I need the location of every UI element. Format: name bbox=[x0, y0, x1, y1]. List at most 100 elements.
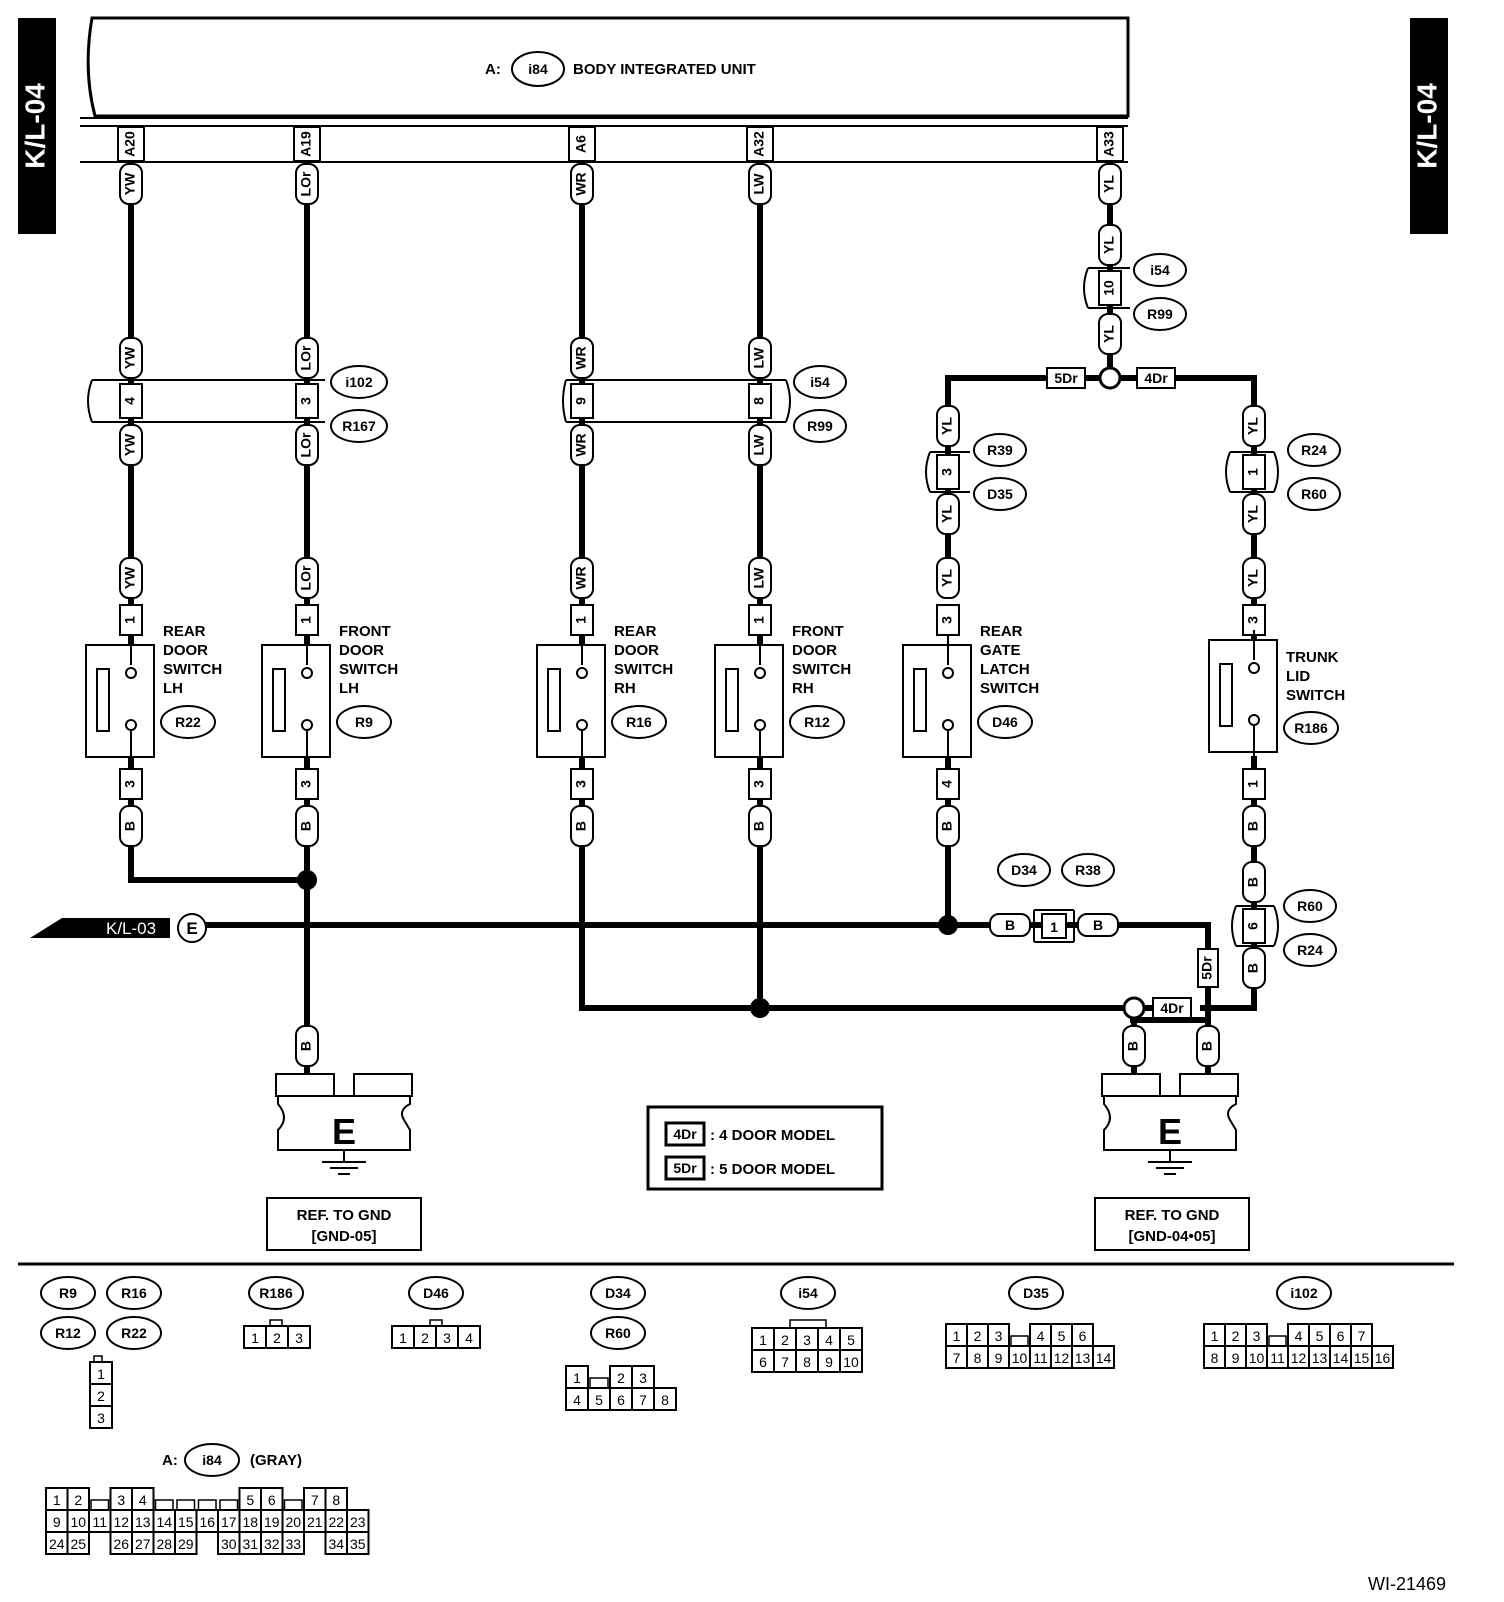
connector-ref: R60 bbox=[1283, 889, 1337, 923]
figure-id: WI-21469 bbox=[1368, 1574, 1446, 1594]
pin-number: 1 bbox=[298, 616, 314, 624]
i84-prefix: A: bbox=[162, 1452, 178, 1469]
terminal-label: A19 bbox=[298, 131, 314, 157]
wire-tag-text: B bbox=[1125, 1041, 1141, 1051]
connector-view-label bbox=[40, 1316, 96, 1350]
switch-name-line: SWITCH bbox=[614, 661, 673, 678]
cavity-number: 7 bbox=[1358, 1328, 1366, 1344]
wire-tag: YL bbox=[936, 405, 960, 447]
terminal-label: A20 bbox=[122, 131, 138, 157]
wire-tag: YL bbox=[1098, 163, 1122, 205]
switch-name-line: SWITCH bbox=[792, 661, 851, 678]
cavity-number: 4 bbox=[1295, 1328, 1303, 1344]
cavity-number: 10 bbox=[1249, 1350, 1265, 1366]
pin-box bbox=[119, 768, 143, 800]
cavity-number: 6 bbox=[1337, 1328, 1345, 1344]
splice-point bbox=[1098, 366, 1122, 390]
cavity-number: 11 bbox=[1033, 1350, 1048, 1366]
cavity-number: 3 bbox=[803, 1332, 811, 1348]
wire-tag-text: B bbox=[573, 821, 589, 831]
cavity-number: 12 bbox=[1054, 1350, 1070, 1366]
switch-name-line: RH bbox=[614, 680, 636, 697]
wire-tag-text: YL bbox=[939, 417, 955, 435]
pin-number: 3 bbox=[298, 780, 314, 788]
connector-ref: R22 bbox=[160, 705, 216, 739]
model-tag: 4Dr bbox=[1152, 997, 1192, 1019]
cavity-number: 7 bbox=[953, 1350, 961, 1366]
unit-connector-oval bbox=[511, 51, 565, 87]
switch-name-line: SWITCH bbox=[339, 661, 398, 678]
pin-number: 3 bbox=[939, 468, 955, 476]
pin-number: 1 bbox=[1050, 919, 1058, 935]
connector-view-label-text: R22 bbox=[121, 1325, 147, 1341]
pin-number: 8 bbox=[751, 397, 767, 405]
ground-ref-line: REF. TO GND bbox=[297, 1207, 392, 1224]
cavity-number: 25 bbox=[70, 1536, 86, 1552]
switch-name-line: FRONT bbox=[792, 623, 844, 640]
pin-number: 3 bbox=[298, 397, 314, 405]
connector-ref: i54 bbox=[1133, 253, 1187, 287]
wire-tag: B bbox=[748, 805, 772, 847]
cavity-number: 2 bbox=[781, 1332, 789, 1348]
wire-tag-text: YL bbox=[1101, 236, 1117, 254]
wire-tag-text: B bbox=[751, 821, 767, 831]
connector-ref: R9 bbox=[336, 705, 392, 739]
cavity-number: 15 bbox=[1354, 1350, 1370, 1366]
wire-tag-text: YL bbox=[1245, 569, 1261, 587]
pin-number: 3 bbox=[751, 780, 767, 788]
connector-ref-text: R38 bbox=[1075, 862, 1101, 878]
cavity-number: 34 bbox=[328, 1536, 344, 1552]
cavity-number: 6 bbox=[759, 1354, 767, 1370]
cavity-number: 6 bbox=[268, 1492, 276, 1508]
cavity-number: 5 bbox=[595, 1392, 603, 1408]
cavity-number: 14 bbox=[1096, 1350, 1112, 1366]
connector-ref: R16 bbox=[611, 705, 667, 739]
wire-tag-text: YW bbox=[122, 566, 138, 589]
cavity-number: 27 bbox=[135, 1536, 151, 1552]
pin-number: 3 bbox=[573, 780, 589, 788]
cavity-number: 2 bbox=[617, 1370, 625, 1386]
wire-tag-text: LOr bbox=[298, 171, 314, 196]
page-tag-left: K/L-04 bbox=[18, 18, 56, 234]
cavity-number: 2 bbox=[421, 1330, 429, 1346]
connector-ref-text: R60 bbox=[1297, 898, 1323, 914]
pin-number: 1 bbox=[573, 616, 589, 624]
cavity bbox=[1371, 1345, 1394, 1369]
wire-tag: B bbox=[1077, 913, 1119, 937]
unit-prefix: A: bbox=[485, 61, 501, 78]
cavity-number: 8 bbox=[332, 1492, 340, 1508]
pin-box bbox=[936, 768, 960, 800]
cavity-number: 35 bbox=[350, 1536, 366, 1552]
cavity-number: 3 bbox=[295, 1330, 303, 1346]
connector-view-label-text: R186 bbox=[259, 1285, 293, 1301]
cavity-number: 12 bbox=[113, 1514, 129, 1530]
legend-tag-4dr: 4Dr bbox=[673, 1126, 697, 1142]
cavity-number: 11 bbox=[1270, 1350, 1285, 1366]
wire-segment bbox=[945, 375, 1257, 645]
model-tag: 4Dr bbox=[1136, 367, 1176, 389]
cavity-number: 21 bbox=[307, 1514, 323, 1530]
page-tag-left-text: K/L-04 bbox=[19, 83, 50, 169]
cavity-number: 13 bbox=[135, 1514, 151, 1530]
cavity bbox=[457, 1325, 481, 1349]
connector-view-label bbox=[184, 1443, 240, 1477]
connector-ref-text: R167 bbox=[342, 418, 376, 434]
cavity-number: 3 bbox=[995, 1328, 1003, 1344]
cavity-number: 7 bbox=[639, 1392, 647, 1408]
wire-tag-text: LW bbox=[751, 173, 767, 195]
switch-name-line: DOOR bbox=[792, 642, 837, 659]
cavity-number: 26 bbox=[113, 1536, 129, 1552]
pin-box bbox=[570, 768, 594, 800]
wire-tag: B bbox=[295, 805, 319, 847]
pin-number: 4 bbox=[939, 780, 955, 788]
cavity-number: 31 bbox=[242, 1536, 258, 1552]
wire-tag: WR bbox=[570, 424, 594, 466]
pin-box bbox=[295, 768, 319, 800]
connector-view-label bbox=[1276, 1276, 1332, 1310]
cavity-number: 12 bbox=[1291, 1350, 1307, 1366]
legend-text-4dr: : 4 DOOR MODEL bbox=[710, 1127, 835, 1144]
